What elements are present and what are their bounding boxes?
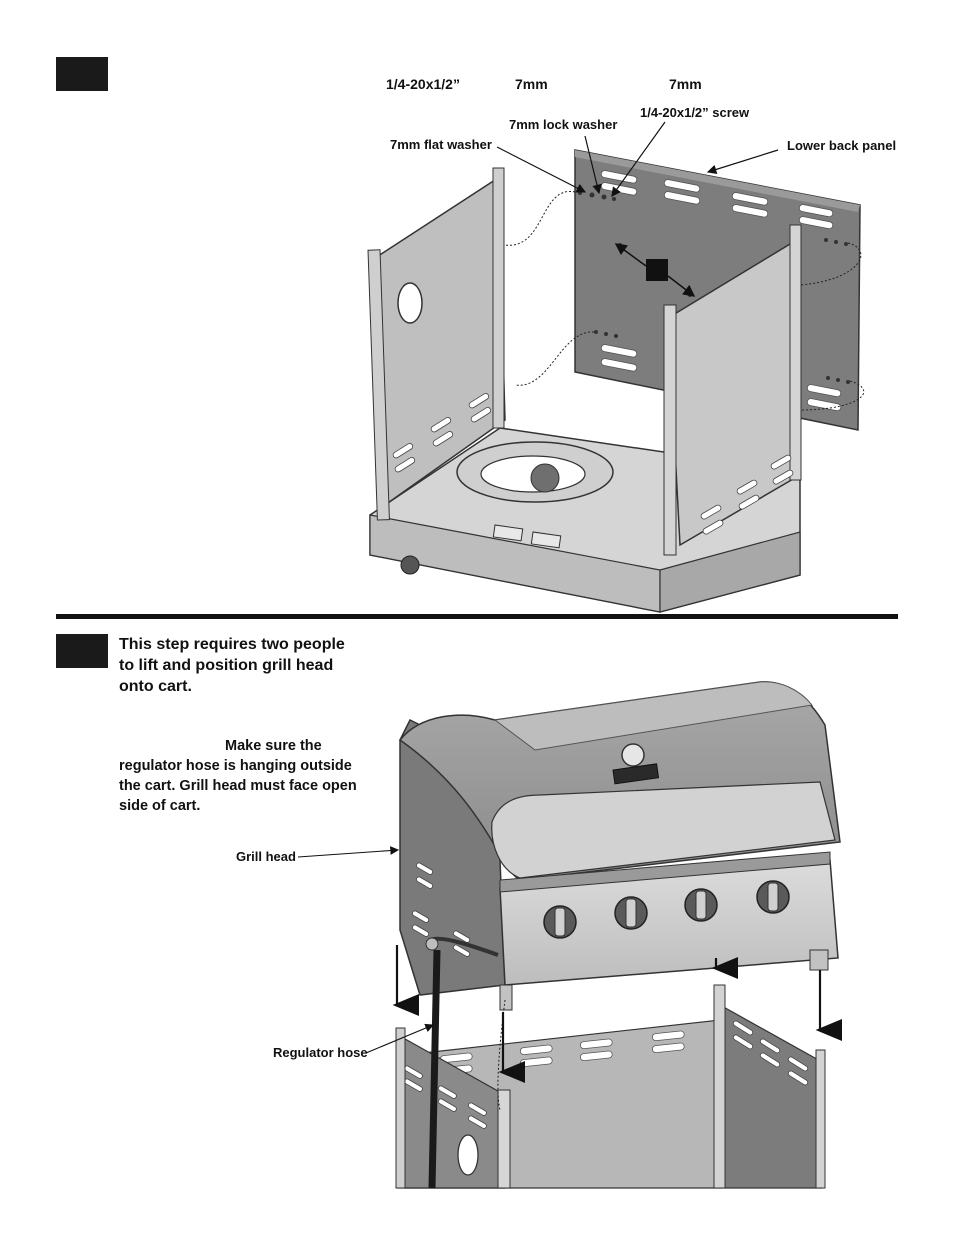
detail-marker	[646, 259, 668, 281]
label-flat-washer: 7mm flat washer	[390, 137, 492, 152]
control-knobs	[543, 880, 790, 939]
section-divider	[56, 614, 898, 619]
step2-note-line-1: Make sure the	[225, 738, 322, 754]
temperature-gauge	[621, 743, 645, 767]
step2-grill-diagram	[297, 681, 842, 1189]
step2-intro-line-2: to lift and position grill head	[119, 657, 334, 674]
label-lock-washer: 7mm lock washer	[509, 117, 618, 132]
step2-note: Make sure the regulator hose is hanging …	[119, 736, 369, 816]
regulator-hose	[428, 949, 441, 1189]
label-lower-back-panel: Lower back panel	[787, 138, 897, 153]
step-2-marker	[56, 634, 108, 668]
label-regulator-hose: Regulator hose	[273, 1045, 368, 1060]
step2-note-line-4: side of cart.	[119, 798, 201, 814]
step2-intro-line-1: This step requires two people	[119, 636, 345, 653]
spec-lock-washer-size: 7mm	[515, 76, 548, 92]
step1-cart-diagram	[367, 121, 865, 613]
placement-arrows	[392, 945, 842, 1083]
step2-note-line-3: the cart. Grill head must face open	[119, 778, 357, 794]
step2-intro-line-3: onto cart.	[119, 678, 192, 695]
label-screw: 1/4-20x1/2” screw	[640, 105, 750, 120]
brand-badge	[612, 763, 660, 785]
cart-right-side	[719, 1003, 823, 1189]
step-1-marker	[56, 57, 108, 91]
step2-note-line-2: regulator hose is hanging outside	[119, 758, 352, 774]
side-panel-hole	[397, 282, 423, 324]
label-grill-head: Grill head	[236, 849, 296, 864]
leader-curves	[504, 191, 865, 411]
spec-flat-washer-size: 7mm	[669, 76, 702, 92]
step2-intro: This step requires two people to lift an…	[119, 634, 379, 697]
spec-screw-size: 1/4-20x1/2”	[386, 76, 460, 92]
